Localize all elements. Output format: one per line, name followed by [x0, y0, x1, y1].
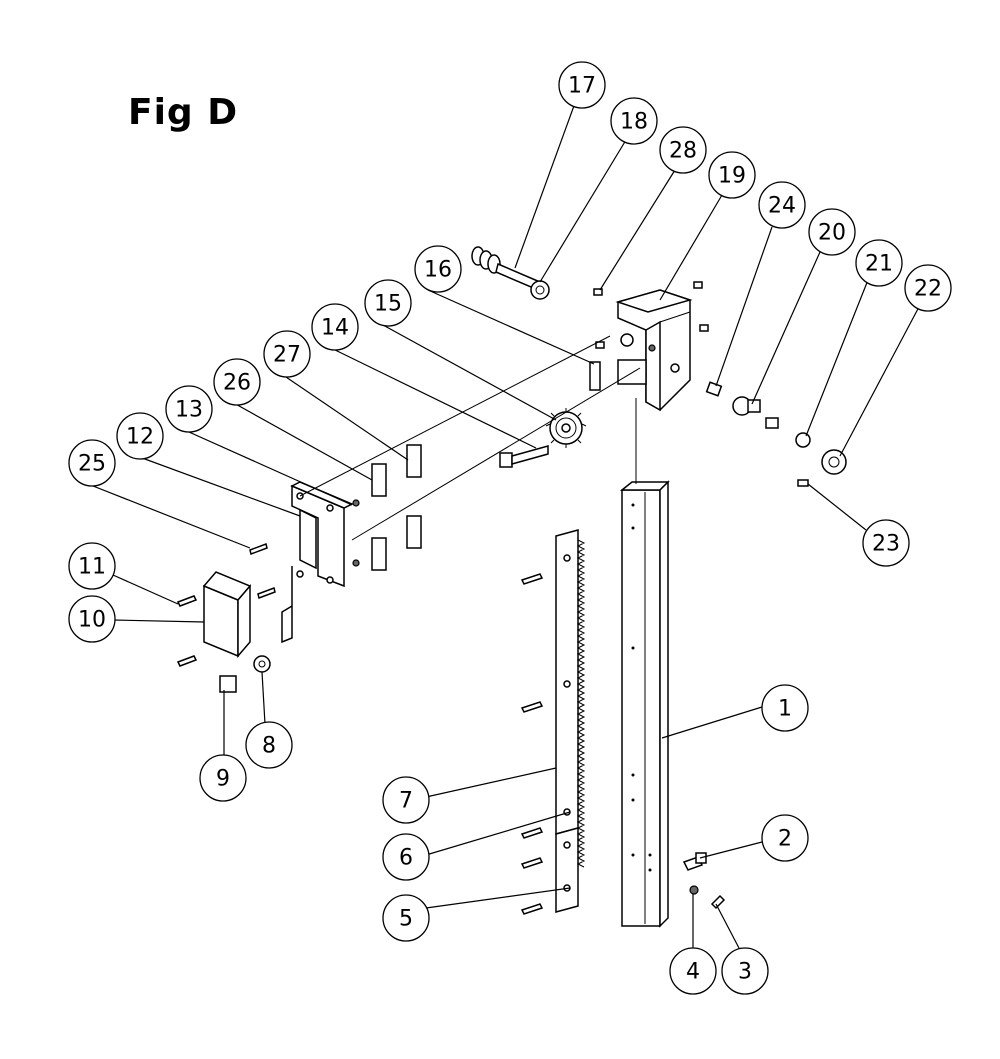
- svg-text:13: 13: [175, 398, 203, 423]
- svg-text:8: 8: [262, 734, 276, 759]
- callout-4: 4: [669, 947, 717, 995]
- part-nut: [530, 280, 550, 300]
- callout-2: 2: [761, 814, 809, 862]
- part-bolt: [499, 445, 549, 468]
- callout-21: 21: [855, 239, 903, 287]
- svg-text:11: 11: [78, 555, 106, 580]
- svg-text:1: 1: [778, 697, 792, 722]
- svg-text:15: 15: [374, 292, 402, 317]
- svg-text:4: 4: [686, 960, 700, 985]
- part-bushings: [705, 381, 847, 487]
- svg-text:25: 25: [78, 452, 106, 477]
- svg-text:17: 17: [568, 74, 596, 99]
- callout-5: 5: [382, 894, 430, 942]
- callout-19: 19: [708, 151, 756, 199]
- callout-24: 24: [758, 181, 806, 229]
- part-pins: [593, 281, 709, 349]
- callout-8: 8: [245, 721, 293, 769]
- part-gear: [545, 408, 587, 448]
- part-key: [589, 361, 601, 391]
- part-worm-shaft: [471, 246, 541, 292]
- svg-text:22: 22: [914, 277, 942, 302]
- callout-10: 10: [68, 595, 116, 643]
- callout-15: 15: [364, 279, 412, 327]
- callout-25: 25: [68, 439, 116, 487]
- part-housing: [615, 289, 693, 412]
- svg-text:10: 10: [78, 608, 106, 633]
- part-base-screws: [682, 852, 726, 910]
- rack-screws: [520, 573, 544, 915]
- callout-23: 23: [862, 519, 910, 567]
- part-bracket-plate: [281, 481, 360, 644]
- svg-text:14: 14: [321, 316, 349, 341]
- callout-12: 12: [116, 412, 164, 460]
- callout-16: 16: [414, 245, 462, 293]
- part-column: [619, 480, 670, 928]
- svg-text:6: 6: [399, 846, 413, 871]
- callout-26: 26: [213, 358, 261, 406]
- svg-text:2: 2: [778, 827, 792, 852]
- svg-text:12: 12: [126, 425, 154, 450]
- callout-7: 7: [382, 776, 430, 824]
- callout-20: 20: [808, 208, 856, 256]
- part-rack: [555, 529, 586, 913]
- assembly-axes: [299, 335, 641, 541]
- svg-text:16: 16: [424, 258, 452, 283]
- svg-text:19: 19: [718, 164, 746, 189]
- callout-22: 22: [904, 264, 952, 312]
- svg-text:18: 18: [620, 110, 648, 135]
- leader-lines: [87, 102, 921, 951]
- svg-text:26: 26: [223, 371, 251, 396]
- svg-text:9: 9: [216, 767, 230, 792]
- figure-title: Fig D: [128, 92, 239, 133]
- callout-1: 1: [761, 684, 809, 732]
- svg-text:21: 21: [865, 252, 893, 277]
- callout-18: 18: [610, 97, 658, 145]
- callout-6: 6: [382, 833, 430, 881]
- svg-text:20: 20: [818, 221, 846, 246]
- callout-3: 3: [721, 947, 769, 995]
- callout-27: 27: [263, 330, 311, 378]
- part-box: [202, 571, 252, 659]
- callout-17: 17: [558, 61, 606, 109]
- callout-28: 28: [659, 126, 707, 174]
- svg-text:24: 24: [768, 194, 796, 219]
- part-small-screws: [176, 543, 276, 693]
- svg-text:27: 27: [273, 343, 301, 368]
- svg-text:28: 28: [669, 139, 697, 164]
- callout-13: 13: [165, 385, 213, 433]
- svg-text:7: 7: [399, 789, 413, 814]
- callout-9: 9: [199, 754, 247, 802]
- svg-text:23: 23: [872, 532, 900, 557]
- part-blocks: [371, 444, 422, 571]
- callout-14: 14: [311, 303, 359, 351]
- svg-text:3: 3: [738, 960, 752, 985]
- callout-11: 11: [68, 542, 116, 590]
- svg-text:5: 5: [399, 907, 413, 932]
